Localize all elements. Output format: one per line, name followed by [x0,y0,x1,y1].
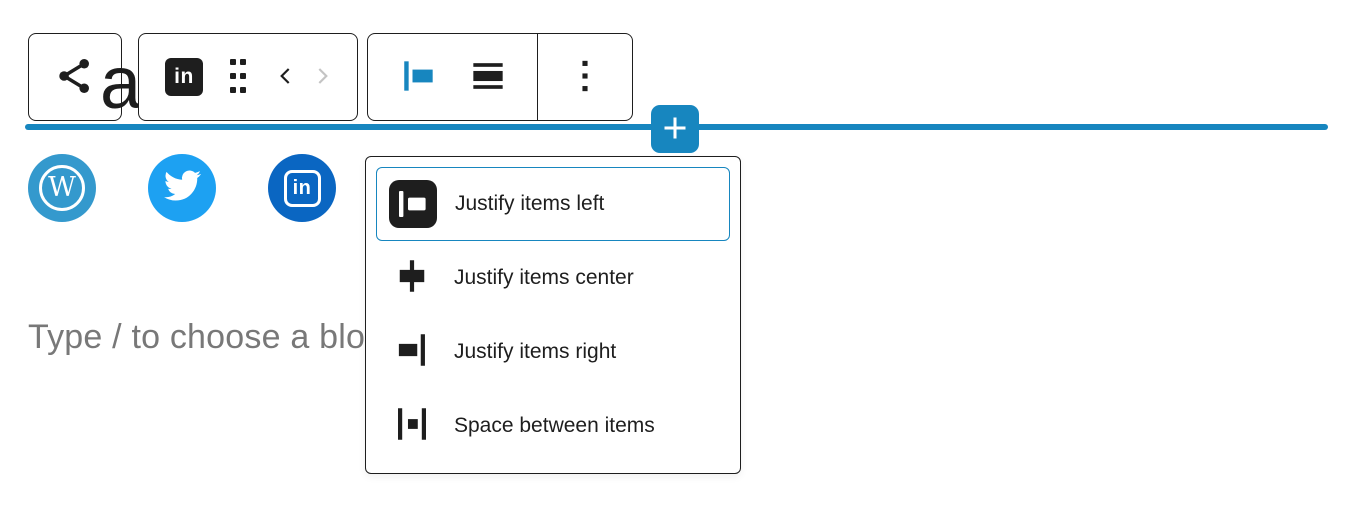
wordpress-icon: W [39,165,85,211]
menu-item-justify-left[interactable]: Justify items left [376,167,730,241]
toolbar-section-layout [368,34,538,120]
block-switcher-button[interactable]: in [165,58,203,96]
add-block-button[interactable] [651,105,699,153]
kebab-menu-icon [571,56,599,99]
chevron-right-icon [309,63,335,92]
menu-item-label: Justify items left [455,192,605,215]
social-link-twitter[interactable] [148,154,216,222]
toolbar-group-parent-selector [28,33,122,121]
linkedin-icon: in [165,58,203,96]
toolbar-group-layout-and-more [367,33,633,121]
move-buttons [273,63,335,92]
linkedin-in-glyph: in [292,177,312,199]
menu-item-justify-center[interactable]: Justify items center [376,241,730,315]
align-dropdown-button[interactable] [466,54,510,101]
empty-paragraph-placeholder[interactable]: Type / to choose a block [28,318,400,356]
drag-handle[interactable] [225,57,251,98]
toolbar-section-more [538,34,632,120]
menu-item-label: Space between items [454,414,655,437]
toolbar-group-block-controls: in [138,33,358,121]
social-link-wordpress[interactable]: W [28,154,96,222]
menu-item-label: Justify items center [454,266,634,289]
linkedin-icon: in [283,169,321,207]
hidden-heading-fragment: a [100,41,142,124]
options-menu-button[interactable] [571,56,599,99]
plus-icon [661,114,689,145]
social-link-linkedin[interactable]: in [268,154,336,222]
justification-dropdown-button[interactable] [396,54,440,101]
share-network-icon [52,53,98,102]
menu-item-label: Justify items right [454,340,617,363]
select-parent-social-icons-button[interactable] [52,53,98,102]
justify-items-center-icon [391,255,433,302]
justify-items-right-icon [391,329,433,376]
menu-item-justify-right[interactable]: Justify items right [376,315,730,389]
menu-item-space-between[interactable]: Space between items [376,389,730,463]
move-right-button[interactable] [309,63,335,92]
justify-items-left-icon [389,180,437,228]
wordpress-w-glyph: W [48,171,76,203]
chevron-left-icon [273,63,299,92]
justification-dropdown-menu: Justify items left Justify items center [365,156,741,474]
drag-handle-icon [225,57,251,98]
space-between-items-icon [391,403,433,450]
justify-items-left-icon [396,54,440,101]
twitter-icon [163,167,201,209]
align-none-icon [466,54,510,101]
move-left-button[interactable] [273,63,299,92]
